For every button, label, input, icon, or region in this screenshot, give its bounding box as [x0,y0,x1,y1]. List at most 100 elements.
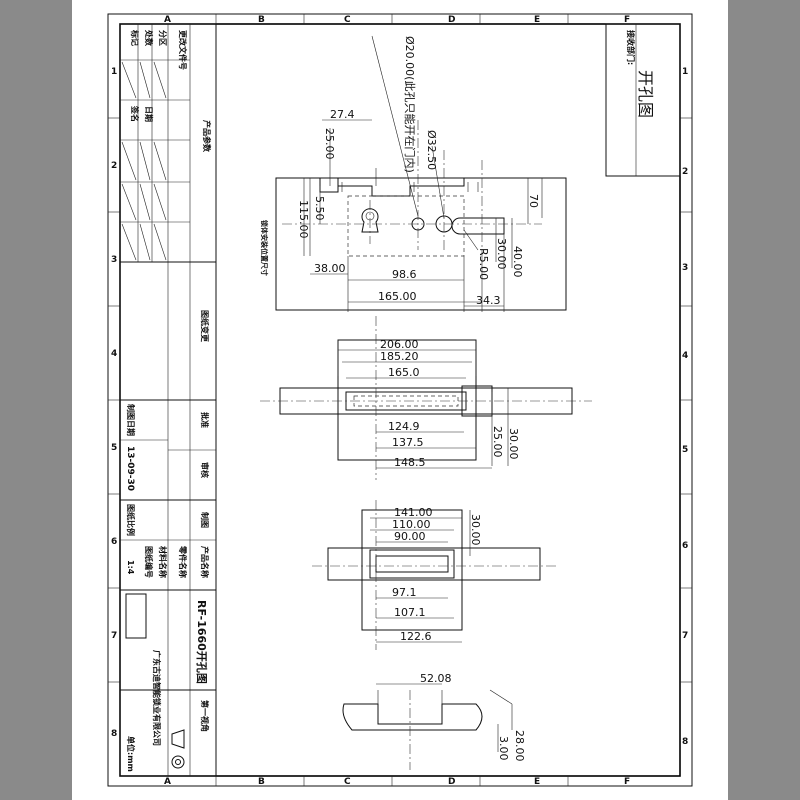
rev-header: 处数 [144,29,154,47]
zone-number: 2 [682,167,688,177]
zone-letter: A [164,777,171,787]
zone-numbers-left: 1 2 3 4 5 6 7 8 [108,67,120,739]
zone-numbers-right: 1 2 3 4 5 6 7 8 [680,67,692,747]
side-note: 锁体安装位置尺寸 [260,219,269,276]
zone-number: 6 [682,541,688,551]
zone-number: 4 [682,351,688,361]
zone-number: 7 [111,631,117,641]
header-box: 接收部门: 开孔图 [605,23,681,177]
rev-header: 标记 [130,29,140,46]
zone-number: 7 [682,631,688,641]
dim-110: 110.00 [392,518,431,531]
slot-cutout [451,217,505,235]
view-section: 52.08 28.00 3.00 [342,672,526,770]
dim-90: 90.00 [394,530,426,543]
zone-number: 6 [111,537,117,547]
rev-header: 签名 [130,105,140,122]
zone-number: 3 [111,255,117,265]
zone-letter: F [624,777,630,787]
zone-letter: C [344,777,351,787]
view-faceplate: 206.00 185.20 165.0 124.9 137.5 148.5 25… [260,316,592,480]
dim-122-6: 122.6 [400,630,432,643]
drawing-sheet: A B C D E F A B C D E F 1 2 3 4 5 6 7 8 [72,0,728,800]
zone-letter: C [344,15,351,25]
dim-98-6: 98.6 [392,268,417,281]
zone-number: 5 [682,445,688,455]
approve-label: 批准 [200,412,210,428]
dim-30-strike: 30.00 [469,514,482,546]
dim-30-00: 30.00 [507,428,520,460]
product-name-label: 产品名称 [200,546,210,578]
date-value: 13-09-30 [125,446,135,491]
product-spec-label: 产品参数 [202,120,212,153]
dim-107-1: 107.1 [394,606,426,619]
scale-label: 图纸比例 [126,504,136,536]
drawing-no-label: 图纸编号 [144,546,154,578]
dim-5-5: 5.50 [313,196,326,221]
change-label: 图纸变更 [200,310,210,343]
zone-letters-bottom: A B C D E F [164,776,630,787]
drawing-name: 开孔图 [636,70,655,118]
dim-165: 165.00 [378,290,417,303]
dim-206: 206.00 [380,338,419,351]
part-label: 零件名称 [178,545,188,578]
zone-letter: B [258,777,265,787]
zone-number: 1 [682,67,688,77]
zone-letter: B [258,15,265,25]
view-strike-plate: 141.00 110.00 90.00 30.00 97.1 107.1 122… [312,500,558,650]
dim-137-5: 137.5 [392,436,424,449]
dim-dia-32-5: Ø32.50 [425,130,438,170]
keyhole-cutout [361,208,379,233]
rev-header: 分区 [158,30,168,46]
dim-3: 3.00 [497,736,510,761]
note-hole-20: Ø20.00(此孔只能开在门内) [403,36,417,173]
zone-letters-top: A B C D E F [164,14,630,25]
rev-header: 日期 [144,106,154,122]
zone-letter: D [448,15,455,25]
dim-40: 40.00 [511,246,524,278]
zone-number: 4 [111,349,117,359]
scale-value: 1:4 [126,560,135,575]
dim-34-3: 34.3 [476,294,501,307]
dim-27-4: 27.4 [330,108,355,121]
dim-148-5: 148.5 [394,456,426,469]
material-label: 材料名称 [158,546,168,578]
dim-115: 115.00 [297,200,310,239]
dim-165-0: 165.0 [388,366,420,379]
view-top: 27.4 25.00 Ø20.00(此孔只能开在门内) Ø32.50 5.50 … [260,35,567,312]
dim-r5: R5.00 [477,248,490,280]
zone-number: 2 [111,161,117,171]
company-name: 广东古迪智能锁业有限公司 [152,650,162,746]
unit-label: 单位:mm [126,736,136,772]
check-label: 审核 [200,462,210,478]
dim-25-00: 25.00 [491,426,504,458]
zone-number: 8 [682,737,688,747]
model-name: RF-1660开孔图 [195,600,208,684]
zone-number: 8 [111,729,117,739]
title-block: 标记 处数 分区 更改文件号 签名 日期 产品参数 图纸变更 制图日期 13-0… [119,23,217,777]
dept-label: 接收部门: [626,30,636,65]
dim-124-9: 124.9 [388,420,420,433]
technical-drawing: A B C D E F A B C D E F 1 2 3 4 5 6 7 8 [107,13,693,787]
zone-letter: E [534,15,540,25]
dim-70: 70 [527,194,540,208]
date-label: 制图日期 [126,404,136,436]
zone-letter: D [448,777,455,787]
dim-28: 28.00 [513,730,526,762]
zone-letter: F [624,15,630,25]
dim-38: 38.00 [314,262,346,275]
dim-141: 141.00 [394,506,433,519]
zone-number: 1 [111,67,117,77]
zone-number: 3 [682,263,688,273]
dim-52-08: 52.08 [420,672,452,685]
dim-185-2: 185.20 [380,350,419,363]
draw-label: 制图 [200,512,210,528]
dim-30: 30.00 [495,238,508,270]
zone-number: 5 [111,443,117,453]
zone-letter: A [164,15,171,25]
dim-25: 25.00 [323,128,336,160]
projection-symbol-icon [171,729,185,769]
sheet-label: 第一视角 [200,700,210,732]
rev-header: 更改文件号 [178,30,188,70]
dim-97-1: 97.1 [392,586,417,599]
